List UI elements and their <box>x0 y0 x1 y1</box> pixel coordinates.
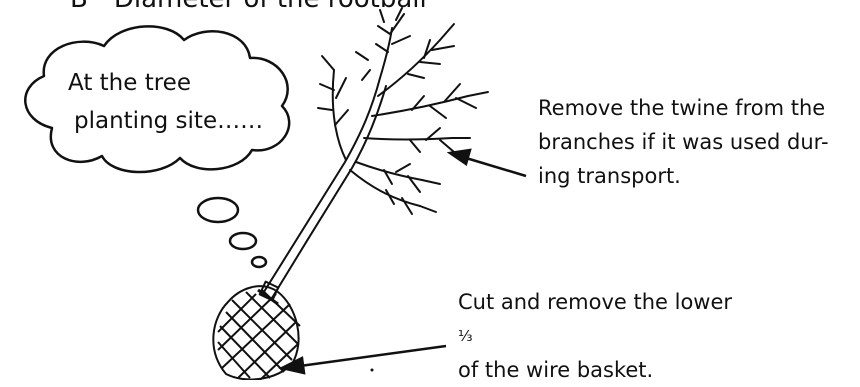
one-third-fraction: ⅓ <box>458 319 732 353</box>
note-remove-twine: Remove the twine from the branches if it… <box>538 91 829 193</box>
header-cut-off-text: B Diameter of the rootball <box>70 0 427 14</box>
thought-cloud-text: At the tree planting site…… <box>68 64 263 140</box>
note-basket-line-1: Cut and remove the lower ⅓ <box>458 285 732 353</box>
note-basket-line-2: of the wire basket. <box>458 353 732 387</box>
note-basket-line-1-text: Cut and remove the lower <box>458 285 732 319</box>
thought-bubbles <box>198 198 266 267</box>
note-branches-line-1: Remove the twine from the <box>538 91 829 125</box>
cloud-line-2: planting site…… <box>68 102 263 140</box>
arrow-to-branches <box>450 150 526 176</box>
note-cut-basket: Cut and remove the lower ⅓ of the wire b… <box>458 285 732 387</box>
cloud-line-1: At the tree <box>68 70 191 96</box>
header-letter: B <box>70 0 88 14</box>
stray-dot <box>371 369 374 372</box>
header-text: Diameter of the rootball <box>114 0 427 14</box>
arrow-to-basket <box>282 346 446 373</box>
note-branches-line-3: ing transport. <box>538 159 829 193</box>
note-branches-line-2: branches if it was used dur- <box>538 125 829 159</box>
